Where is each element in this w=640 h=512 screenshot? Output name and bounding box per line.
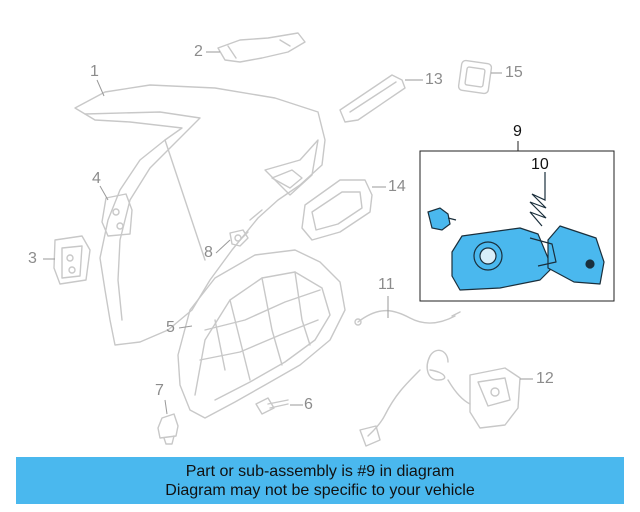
quarter-panel-part [74,84,326,346]
callout-5: 5 [166,319,175,336]
callout-1: 1 [90,63,99,80]
leader-lines [43,51,533,415]
diagram-canvas [43,32,615,447]
fuel-door-highlight [451,225,605,291]
callout-15: 15 [505,64,523,81]
mount-part-3 [53,235,91,285]
callout-9: 9 [513,123,522,140]
rivet-part [427,207,457,231]
caption-line-1: Part or sub-assembly is #9 in diagram [185,462,455,480]
callout-7: 7 [155,382,164,399]
callout-3: 3 [28,250,37,267]
actuator-part-12 [359,349,521,447]
bolt-part-6 [255,397,289,415]
push-clip-part-7 [157,413,179,445]
callout-2: 2 [194,43,203,60]
molding-part [339,74,406,123]
callout-10: 10 [531,156,549,173]
callout-4: 4 [92,170,101,187]
callout-12: 12 [536,370,554,387]
housing-part [301,179,373,241]
callout-11: 11 [378,276,395,293]
callout-8: 8 [204,244,213,261]
parts-diagram: 1 2 3 4 5 6 7 8 9 10 11 12 13 14 15 [28,32,615,447]
wheel-liner-part [177,249,346,419]
callout-13: 13 [425,71,443,88]
fastener-part-8 [229,229,249,247]
fuel-door-assembly-box [419,141,615,302]
diagram-caption-bar: Part or sub-assembly is #9 in diagram Di… [16,457,624,504]
clip-part-4 [101,193,133,237]
spring-part-10 [529,172,547,227]
caption-line-2: Diagram may not be specific to your vehi… [165,481,475,499]
seal-part [457,59,493,95]
callout-6: 6 [304,396,313,413]
upper-bracket-part [217,32,306,63]
release-cable-part [354,309,461,326]
callout-14: 14 [388,178,406,195]
